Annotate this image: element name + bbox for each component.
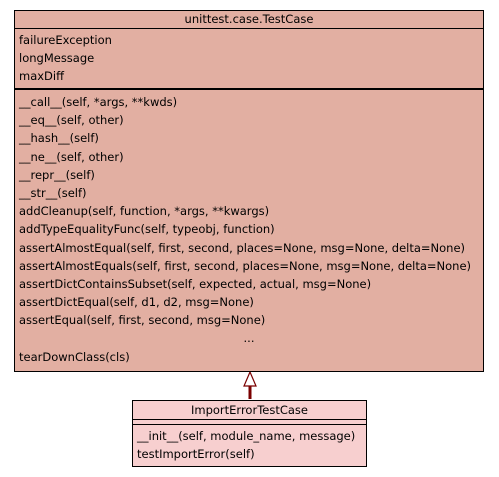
operation-item: testImportError(self) [137,447,255,462]
operation-item: __str__(self) [19,185,87,200]
base-class-name: unittest.case.TestCase [15,11,483,29]
operation-item: __repr__(self) [19,167,95,182]
operation-item: __ne__(self, other) [19,149,124,164]
derived-class-operations: __init__(self, module_name, message) tes… [133,425,366,465]
operation-item: addCleanup(self, function, *args, **kwar… [19,204,270,219]
attribute-item: maxDiff [19,69,65,84]
operation-item: addTypeEqualityFunc(self, typeobj, funct… [19,222,275,237]
derived-class-name: ImportErrorTestCase [133,401,366,420]
attribute-item: failureException [19,33,112,47]
base-class-operations: __call__(self, *args, **kwds) __eq__(sel… [15,90,483,368]
generalization-arrowhead [243,370,257,387]
base-class-box[interactable]: unittest.case.TestCase failureException … [14,10,484,372]
operations-ellipsis: ... [243,331,255,346]
operation-item: __hash__(self) [19,131,99,146]
operation-item: assertDictContainsSubset(self, expected,… [19,276,372,291]
operation-item: assertAlmostEquals(self, first, second, … [19,258,472,273]
operation-item: assertDictEqual(self, d1, d2, msg=None) [19,295,254,310]
derived-class-box[interactable]: ImportErrorTestCase __init__(self, modul… [132,400,367,467]
derived-class-attributes [133,420,366,425]
operation-item: tearDownClass(cls) [19,349,130,364]
operation-item: __eq__(self, other) [19,113,124,128]
operation-item: __call__(self, *args, **kwds) [19,95,178,109]
operation-item: __init__(self, module_name, message) [137,429,356,443]
attribute-item: longMessage [19,51,95,66]
operation-item: assertEqual(self, first, second, msg=Non… [19,313,266,328]
operation-item: assertAlmostEqual(self, first, second, p… [19,240,466,255]
base-class-attributes: failureException longMessage maxDiff [15,29,483,90]
